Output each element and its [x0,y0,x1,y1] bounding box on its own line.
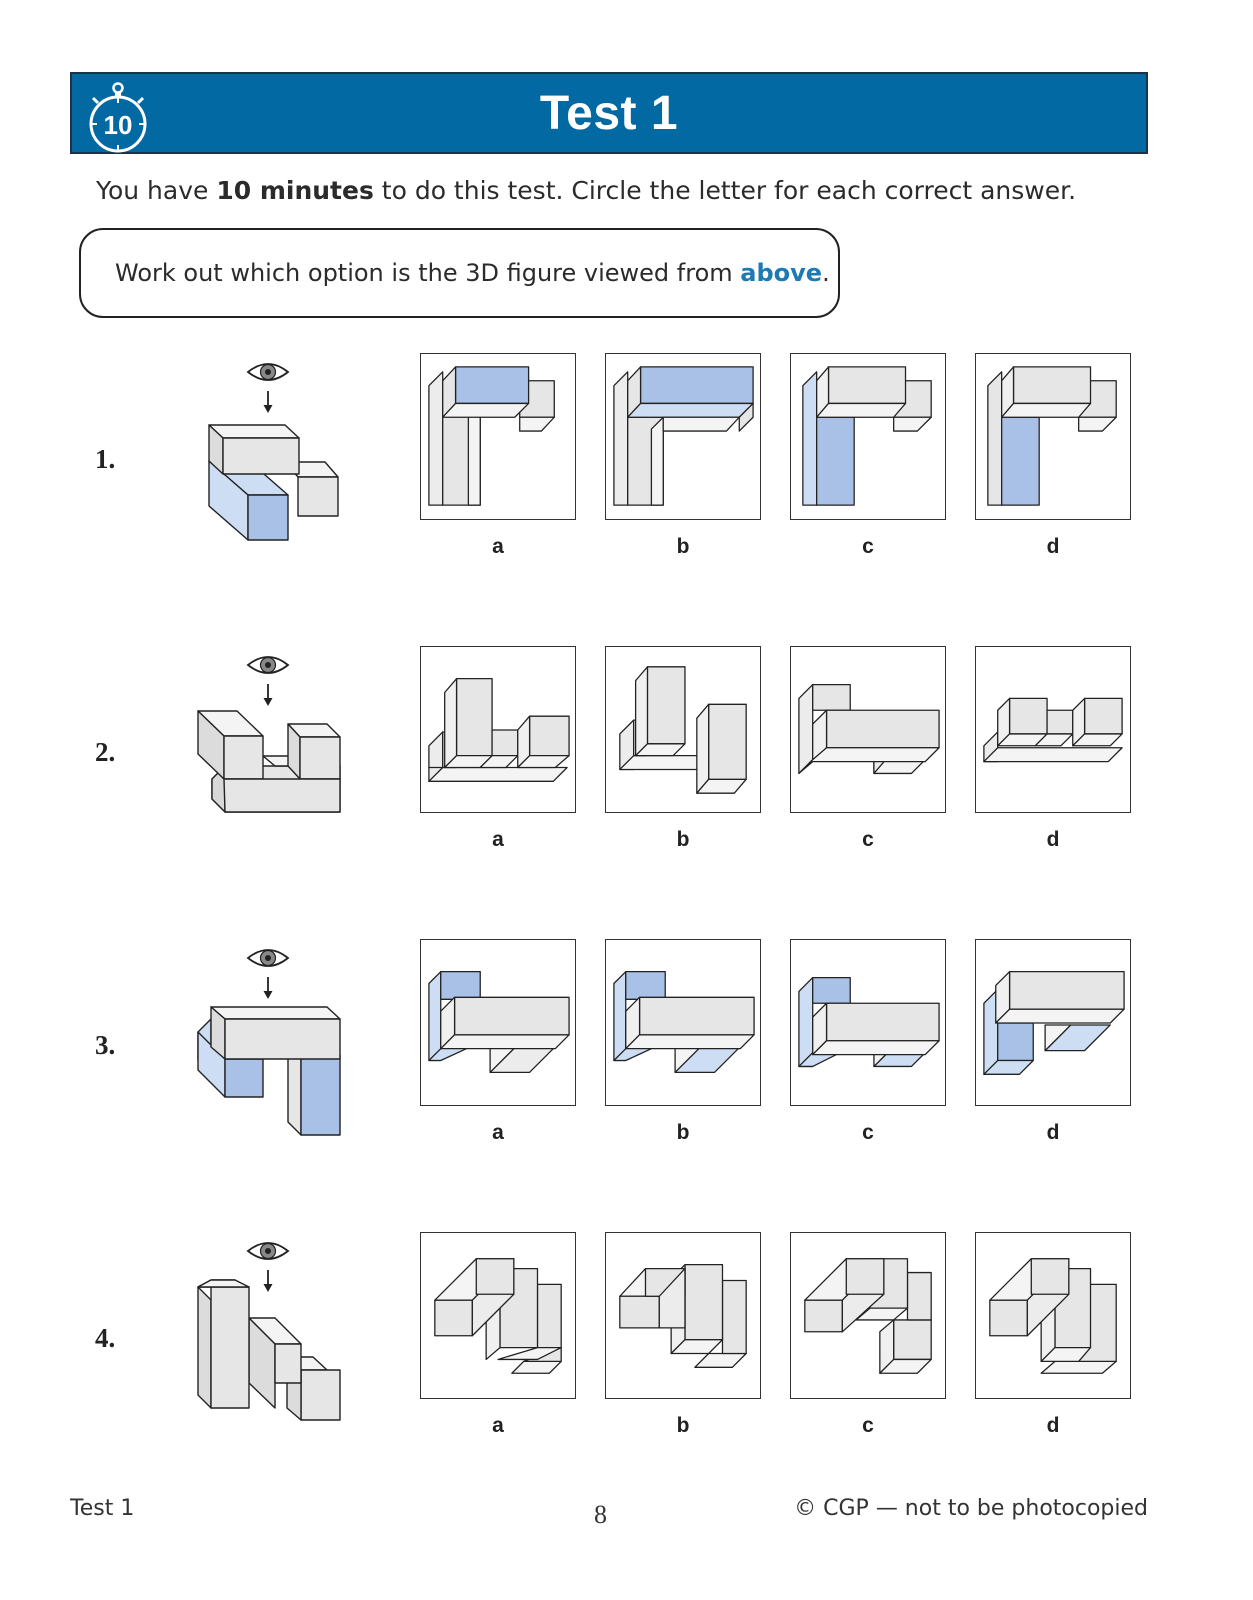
option-label[interactable]: d [975,828,1131,852]
instructions: You have 10 minutes to do this test. Cir… [96,176,1076,205]
option-q4-b[interactable] [605,1232,761,1399]
figure-3d-q3 [195,945,355,1145]
option-figure [791,940,945,1105]
question-row-2: 2. a [0,646,1253,886]
eye-icon [248,950,288,999]
option-label[interactable]: d [975,535,1131,559]
eye-icon [248,364,288,413]
question-text: Work out which option is the 3D figure v… [115,259,830,287]
question-row-4: 4. a [0,1232,1253,1472]
option-q1-c[interactable] [790,353,946,520]
question-number: 3. [95,1030,115,1061]
question-number: 2. [95,737,115,768]
option-label[interactable]: d [975,1121,1131,1145]
footer-test-name: Test 1 [70,1496,134,1521]
eye-icon [248,657,288,706]
option-label[interactable]: c [790,1414,946,1438]
option-q2-b[interactable] [605,646,761,813]
option-label[interactable]: b [605,1414,761,1438]
figure-3d-q2 [195,652,355,852]
question-number: 4. [95,1323,115,1354]
option-figure [421,647,575,812]
test-header-bar: 10 Test 1 [70,72,1148,154]
figure-3d-q4 [195,1238,355,1438]
question-box: Work out which option is the 3D figure v… [79,228,840,318]
footer-copyright: © CGP — not to be photocopied [794,1496,1148,1521]
option-label[interactable]: a [420,1414,576,1438]
instructions-time: 10 minutes [216,176,374,205]
instructions-post: to do this test. Circle the letter for e… [374,176,1076,205]
option-q3-b[interactable] [605,939,761,1106]
option-q1-b[interactable] [605,353,761,520]
option-figure [976,940,1130,1105]
figure-3d-q1 [195,359,355,559]
option-label[interactable]: a [420,828,576,852]
option-figure [791,1233,945,1398]
question-post: . [822,259,830,287]
option-q2-d[interactable] [975,646,1131,813]
option-figure [606,940,760,1105]
option-figure [606,354,760,519]
option-label[interactable]: c [790,828,946,852]
option-q4-d[interactable] [975,1232,1131,1399]
option-figure [976,354,1130,519]
option-q2-c[interactable] [790,646,946,813]
option-label[interactable]: c [790,1121,946,1145]
option-q3-d[interactable] [975,939,1131,1106]
question-highlight: above [740,259,822,287]
option-figure [421,1233,575,1398]
option-q2-a[interactable] [420,646,576,813]
option-q4-c[interactable] [790,1232,946,1399]
eye-icon [248,1243,288,1292]
option-figure [606,647,760,812]
page-title: Test 1 [72,86,1146,141]
option-label[interactable]: b [605,535,761,559]
question-number: 1. [95,444,115,475]
option-q1-a[interactable] [420,353,576,520]
option-label[interactable]: d [975,1414,1131,1438]
option-figure [791,647,945,812]
option-q3-a[interactable] [420,939,576,1106]
option-label[interactable]: a [420,1121,576,1145]
option-figure [976,1233,1130,1398]
question-pre: Work out which option is the 3D figure v… [115,259,740,287]
question-row-3: 3. a b [0,939,1253,1179]
page-number: 8 [594,1500,607,1530]
option-label[interactable]: b [605,828,761,852]
option-label[interactable]: c [790,535,946,559]
instructions-pre: You have [96,176,216,205]
question-row-1: 1. a b [0,353,1253,593]
option-figure [791,354,945,519]
option-figure [421,940,575,1105]
option-figure [606,1233,760,1398]
option-q4-a[interactable] [420,1232,576,1399]
option-q1-d[interactable] [975,353,1131,520]
option-label[interactable]: b [605,1121,761,1145]
option-q3-c[interactable] [790,939,946,1106]
option-figure [421,354,575,519]
option-figure [976,647,1130,812]
option-label[interactable]: a [420,535,576,559]
